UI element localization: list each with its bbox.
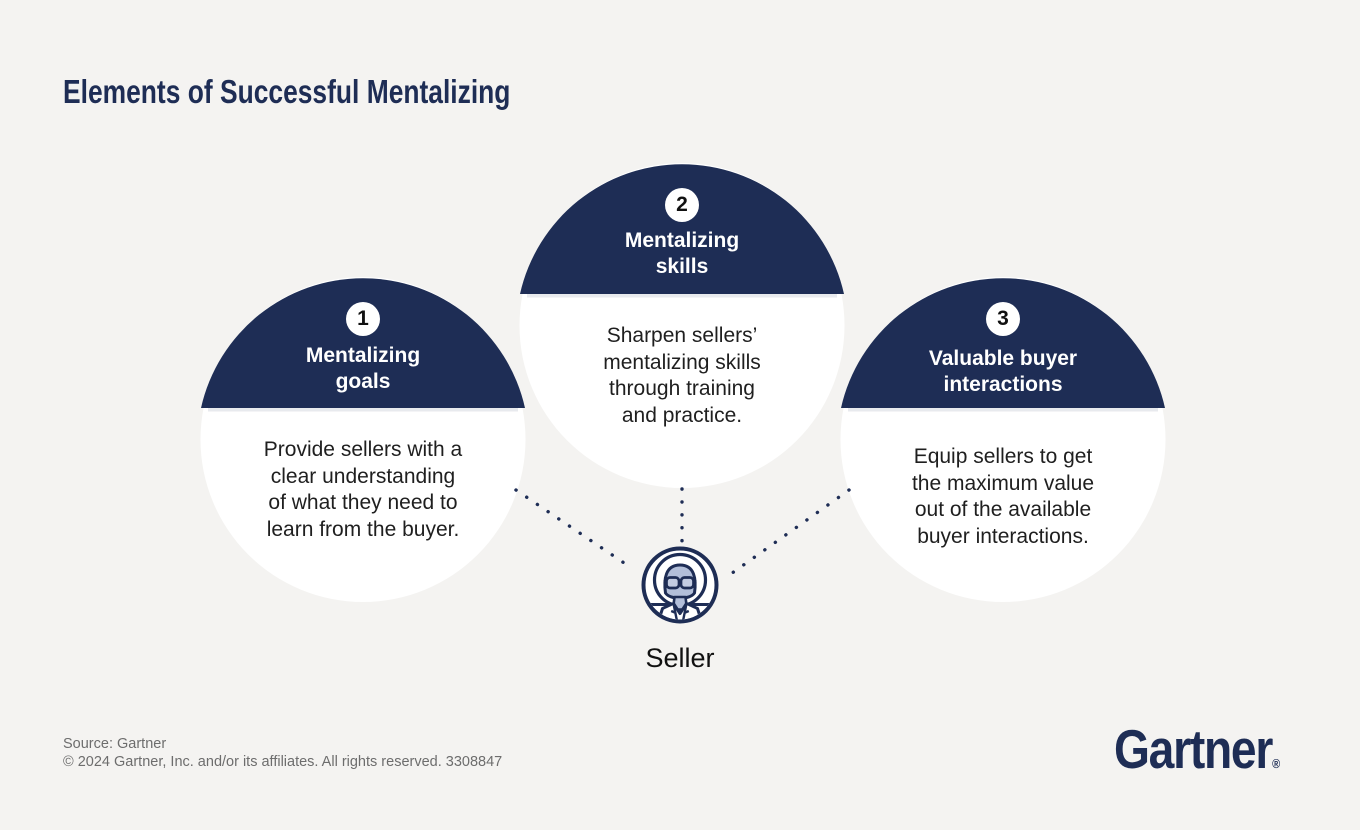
connector-dotted-line-right xyxy=(726,488,851,578)
element-1-heading: Mentalizing goals xyxy=(305,344,421,393)
element-1-number-badge: 1 xyxy=(346,302,380,336)
element-2-description: Sharpen sellers’ mentalizing skills thro… xyxy=(603,324,761,427)
seller-person-icon xyxy=(641,546,719,624)
connector-dotted-line-left xyxy=(514,488,635,571)
page-title: Elements of Successful Mentalizing xyxy=(63,73,511,110)
element-3-cap-shadow xyxy=(848,408,1158,412)
seller-label: Seller xyxy=(645,643,715,673)
element-2-cap-shadow xyxy=(527,294,837,298)
element-1-description: Provide sellers with a clear understandi… xyxy=(263,438,463,541)
element-3-cap xyxy=(841,278,1165,408)
element-2-number-badge: 2 xyxy=(665,188,699,222)
element-2-heading: Mentalizing skills xyxy=(624,229,740,278)
gartner-logo: Gartner® xyxy=(1114,722,1280,777)
element-1-cap-shadow xyxy=(208,408,518,412)
element-2-cap xyxy=(520,164,844,294)
footer: Source: Gartner © 2024 Gartner, Inc. and… xyxy=(63,736,502,771)
element-3-number-badge: 3 xyxy=(986,302,1020,336)
registered-mark-icon: ® xyxy=(1272,756,1281,771)
element-3-heading: Valuable buyer interactions xyxy=(928,347,1078,396)
source-text: Source: Gartner xyxy=(63,736,167,752)
element-1-cap xyxy=(201,278,525,408)
element-3-description: Equip sellers to get the maximum value o… xyxy=(911,445,1095,548)
copyright-text: © 2024 Gartner, Inc. and/or its affiliat… xyxy=(63,753,503,770)
gartner-logo-text: Gartner xyxy=(1114,718,1273,780)
